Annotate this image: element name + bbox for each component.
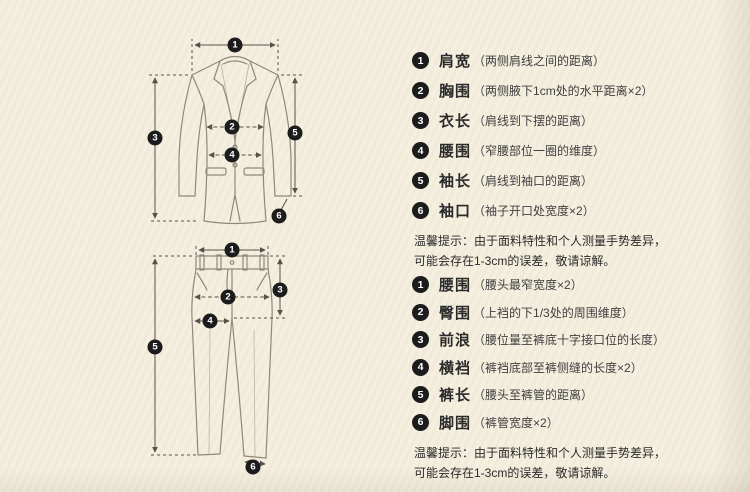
measure-desc: （袖子开口处宽度×2）	[473, 204, 595, 218]
pants-legend-item-5: 5 裤长 （腰头至裤管的距离）	[412, 384, 742, 405]
measure-label: 横裆	[439, 359, 472, 377]
jacket-legend-item-2: 2 胸围 （两侧腋下1cm处的水平距离×2）	[412, 80, 742, 101]
measure-desc: （两侧腋下1cm处的水平距离×2）	[473, 84, 654, 98]
pants-legend-item-4: 4 横裆 （裤裆底部至裤侧缝的长度×2）	[412, 357, 742, 378]
jacket-outline	[178, 55, 292, 225]
item-number-badge: 4	[412, 358, 429, 376]
item-number-badge: 4	[412, 142, 429, 159]
measure-desc: （裤管宽度×2）	[473, 415, 559, 430]
measure-desc: （窄腰部位一圈的维度）	[473, 144, 606, 158]
pants-measure-lines	[150, 244, 287, 467]
measure-label: 袖长	[439, 173, 472, 190]
item-number-badge: 5	[412, 172, 429, 189]
measure-desc: （肩线到袖口的距离）	[473, 174, 594, 188]
pants-point-1-waist: 1	[224, 242, 240, 258]
measure-label: 衣长	[439, 113, 472, 130]
pants-measure-note: 温馨提示：由于面料特性和个人测量手势差异， 可能会存在1-3cm的误差，敬请谅解…	[414, 445, 667, 480]
pants-point-3-rise: 3	[272, 282, 288, 298]
pants-outline	[191, 254, 273, 459]
jacket-point-5-sleeve: 5	[287, 125, 303, 141]
jacket-point-1-shoulder: 1	[227, 37, 243, 53]
measure-desc: （上裆的下1/3处的周围维度）	[473, 305, 634, 320]
jacket-legend-item-5: 5 袖长 （肩线到袖口的距离）	[412, 170, 742, 191]
measure-label: 胸围	[439, 83, 472, 100]
pants-legend: 1 腰围 （腰头最窄宽度×2） 2 臀围 （上裆的下1/3处的周围维度） 3 前…	[412, 274, 742, 483]
item-number-badge: 6	[412, 413, 429, 431]
measure-desc: （腰位量至裤底十字接口位的长度）	[473, 333, 666, 347]
item-number-badge: 1	[412, 276, 429, 293]
pants-point-4-thigh: 4	[202, 313, 218, 329]
pants-line-art	[150, 244, 287, 467]
item-number-badge: 1	[412, 52, 429, 69]
pants-legend-item-3: 3 前浪 （腰位量至裤底十字接口位的长度）	[412, 329, 742, 350]
measure-label: 肩宽	[439, 53, 472, 70]
jacket-legend-item-6: 6 袖口 （袖子开口处宽度×2）	[412, 200, 742, 221]
measure-desc: （肩线到下摆的距离）	[473, 114, 594, 128]
item-number-badge: 2	[412, 82, 429, 99]
pants-diagram: 1 2 3 4 5 6	[140, 238, 300, 476]
jacket-point-4-waist: 4	[224, 147, 240, 163]
measure-label: 腰围	[439, 277, 472, 294]
measure-label: 前浪	[439, 332, 472, 349]
jacket-point-6-cuff: 6	[271, 208, 287, 224]
jacket-point-3-length: 3	[147, 130, 163, 146]
item-number-badge: 3	[412, 331, 429, 348]
pants-legend-item-6: 6 脚围 （裤管宽度×2）	[412, 412, 742, 433]
measure-desc: （两侧肩线之间的距离）	[473, 54, 606, 68]
jacket-legend-item-4: 4 腰围 （窄腰部位一圈的维度）	[412, 140, 742, 161]
measure-label: 臀围	[439, 304, 472, 322]
jacket-measure-note: 温馨提示：由于面料特性和个人测量手势差异， 可能会存在1-3cm的误差，敬请谅解…	[414, 234, 667, 269]
jacket-diagram: 1 2 3 4 5 6	[140, 33, 315, 235]
measure-label: 腰围	[439, 143, 472, 160]
measure-label: 袖口	[439, 203, 472, 220]
measure-desc: （裤裆底部至裤侧缝的长度×2）	[473, 360, 643, 375]
item-number-badge: 6	[412, 202, 429, 219]
pants-legend-item-1: 1 腰围 （腰头最窄宽度×2）	[412, 274, 742, 295]
jacket-legend: 1 肩宽 （两侧肩线之间的距离） 2 胸围 （两侧腋下1cm处的水平距离×2） …	[412, 50, 742, 272]
item-number-badge: 5	[412, 386, 429, 403]
measure-desc: （腰头至裤管的距离）	[473, 388, 594, 402]
pants-point-5-length: 5	[147, 339, 163, 355]
item-number-badge: 2	[412, 303, 429, 321]
jacket-legend-item-1: 1 肩宽 （两侧肩线之间的距离）	[412, 50, 742, 71]
item-number-badge: 3	[412, 112, 429, 129]
jacket-point-2-chest: 2	[224, 119, 240, 135]
measure-label: 脚围	[439, 414, 472, 432]
pants-point-2-hip: 2	[220, 289, 236, 305]
pants-point-6-opening: 6	[245, 459, 261, 475]
jacket-legend-item-3: 3 衣长 （肩线到下摆的距离）	[412, 110, 742, 131]
pants-legend-item-2: 2 臀围 （上裆的下1/3处的周围维度）	[412, 302, 742, 323]
measure-label: 裤长	[439, 387, 472, 404]
measure-desc: （腰头最窄宽度×2）	[473, 278, 583, 292]
